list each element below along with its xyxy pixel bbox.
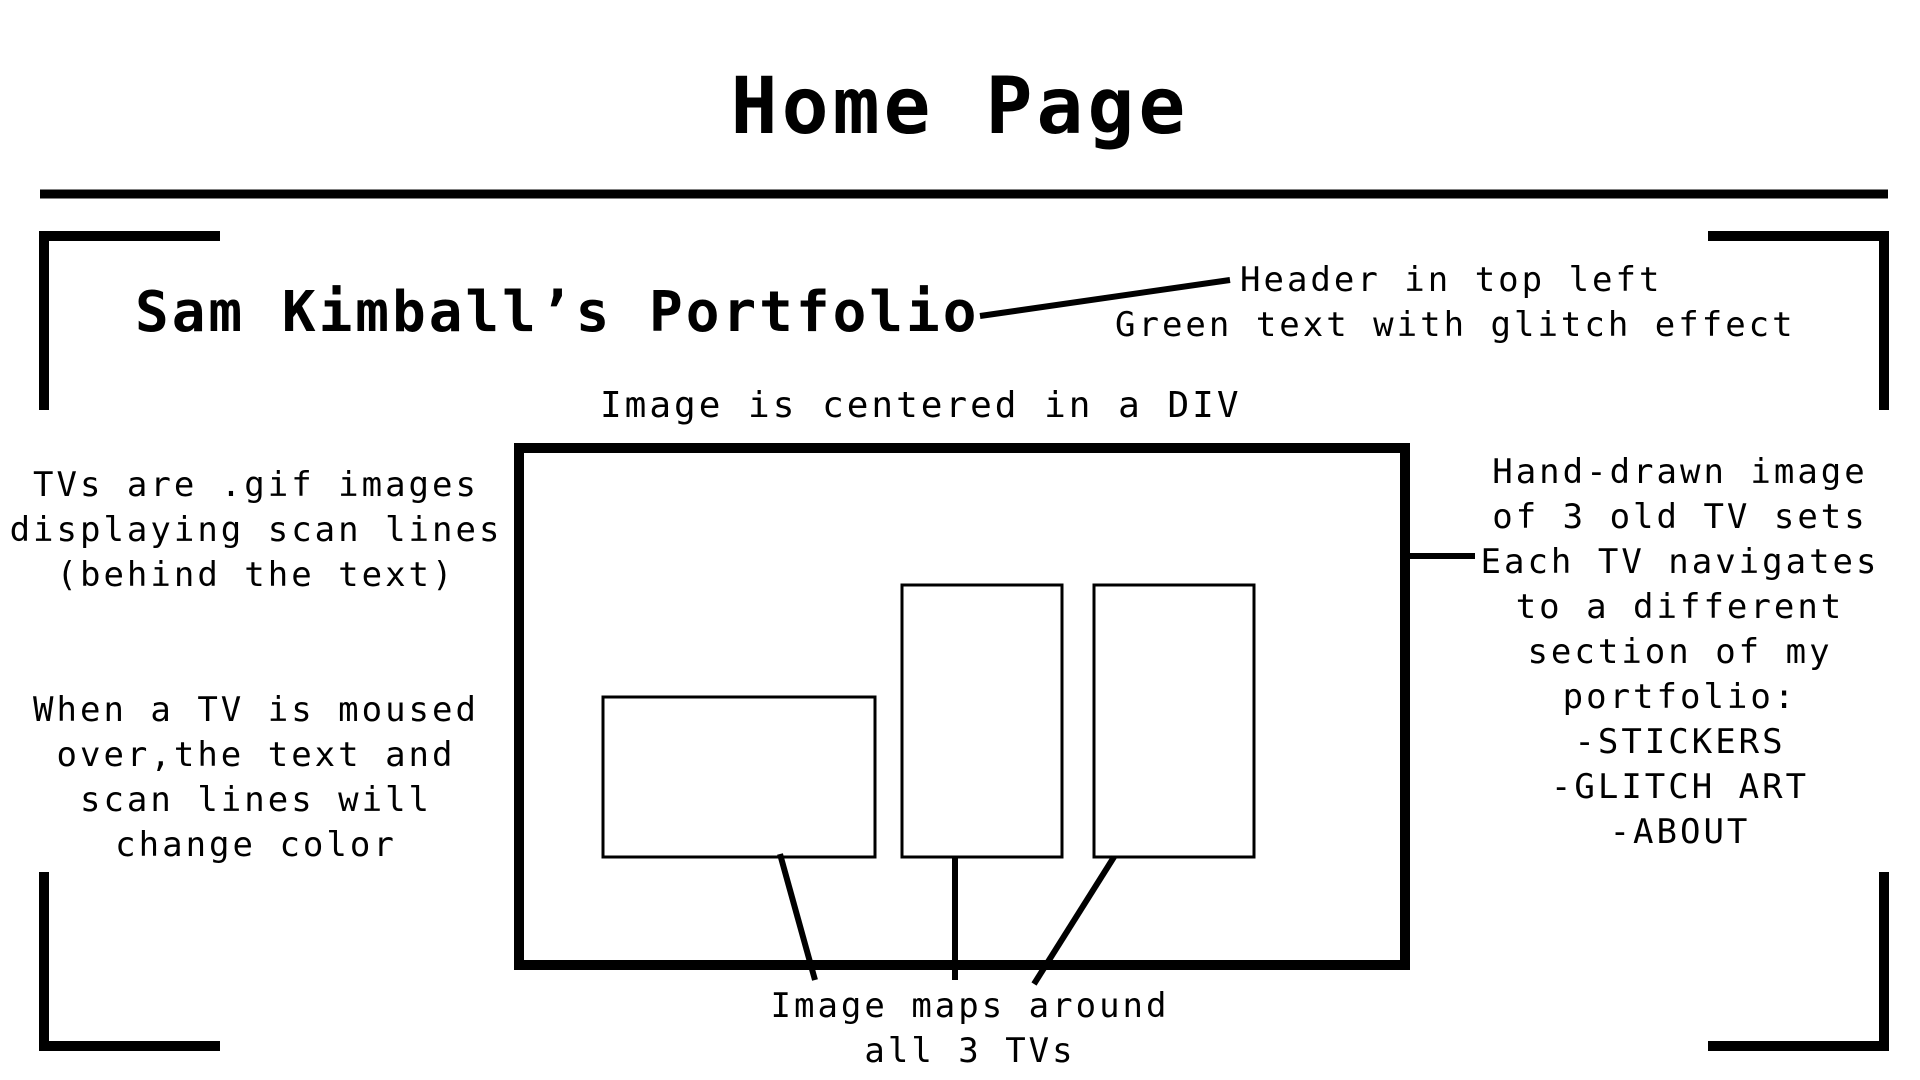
hand-drawn-note-line-4: to a different <box>1515 587 1845 627</box>
corner-bracket-top-right <box>1708 231 1889 410</box>
mouseover-note: When a TV is moused over,the text and sc… <box>6 688 506 868</box>
header-note-line-1: Header in top left <box>1240 260 1663 300</box>
hand-drawn-note-line-2: of 3 old TV sets <box>1492 497 1868 537</box>
tv-gif-note-line-1: TVs are .gif images <box>33 465 479 505</box>
hand-drawn-note-line-5: section of my <box>1527 632 1833 672</box>
tv-gif-note: TVs are .gif images displaying scan line… <box>6 463 506 598</box>
tv-gif-note-line-3: (behind the text) <box>56 555 456 595</box>
hand-drawn-note-line-9: -ABOUT <box>1609 812 1751 852</box>
mouseover-note-line-3: scan lines will <box>79 780 433 820</box>
hand-drawn-note-line-1: Hand-drawn image <box>1492 452 1868 492</box>
hand-drawn-note-line-8: -GLITCH ART <box>1550 767 1810 807</box>
image-maps-note-line-1: Image maps around <box>770 986 1170 1026</box>
corner-bracket-bottom-right <box>1708 872 1889 1051</box>
tv-box-right[interactable] <box>1092 583 1256 859</box>
page-title: Home Page <box>730 62 1190 152</box>
header-note-line-2: Green text with glitch effect <box>1115 305 1796 345</box>
image-maps-note-line-2: all 3 TVs <box>864 1031 1076 1071</box>
mouseover-note-line-4: change color <box>115 825 397 865</box>
hand-drawn-note: Hand-drawn image of 3 old TV sets Each T… <box>1470 450 1890 855</box>
corner-bracket-top-left <box>39 231 220 410</box>
portfolio-header: Sam Kimball’s Portfolio <box>135 280 980 345</box>
image-centered-note: Image is centered in a DIV <box>600 385 1242 426</box>
tv-box-left[interactable] <box>601 695 877 859</box>
corner-bracket-bottom-left <box>39 872 220 1051</box>
tv-gif-note-line-2: displaying scan lines <box>9 510 503 550</box>
hand-drawn-note-line-3: Each TV navigates <box>1480 542 1880 582</box>
image-maps-note: Image maps around all 3 TVs <box>700 984 1240 1074</box>
hand-drawn-note-line-7: -STICKERS <box>1574 722 1786 762</box>
image-map-leader-right <box>1031 855 1117 986</box>
hand-drawn-note-line-6: portfolio: <box>1562 677 1798 717</box>
mouseover-note-line-1: When a TV is moused <box>33 690 479 730</box>
tv-box-middle[interactable] <box>900 583 1064 859</box>
image-map-leader-left <box>777 853 818 981</box>
mouseover-note-line-2: over,the text and <box>56 735 456 775</box>
header-note: Header in top left Green text with glitc… <box>1100 258 1820 348</box>
header-leader-line <box>979 277 1231 319</box>
image-container-box <box>514 443 1410 970</box>
